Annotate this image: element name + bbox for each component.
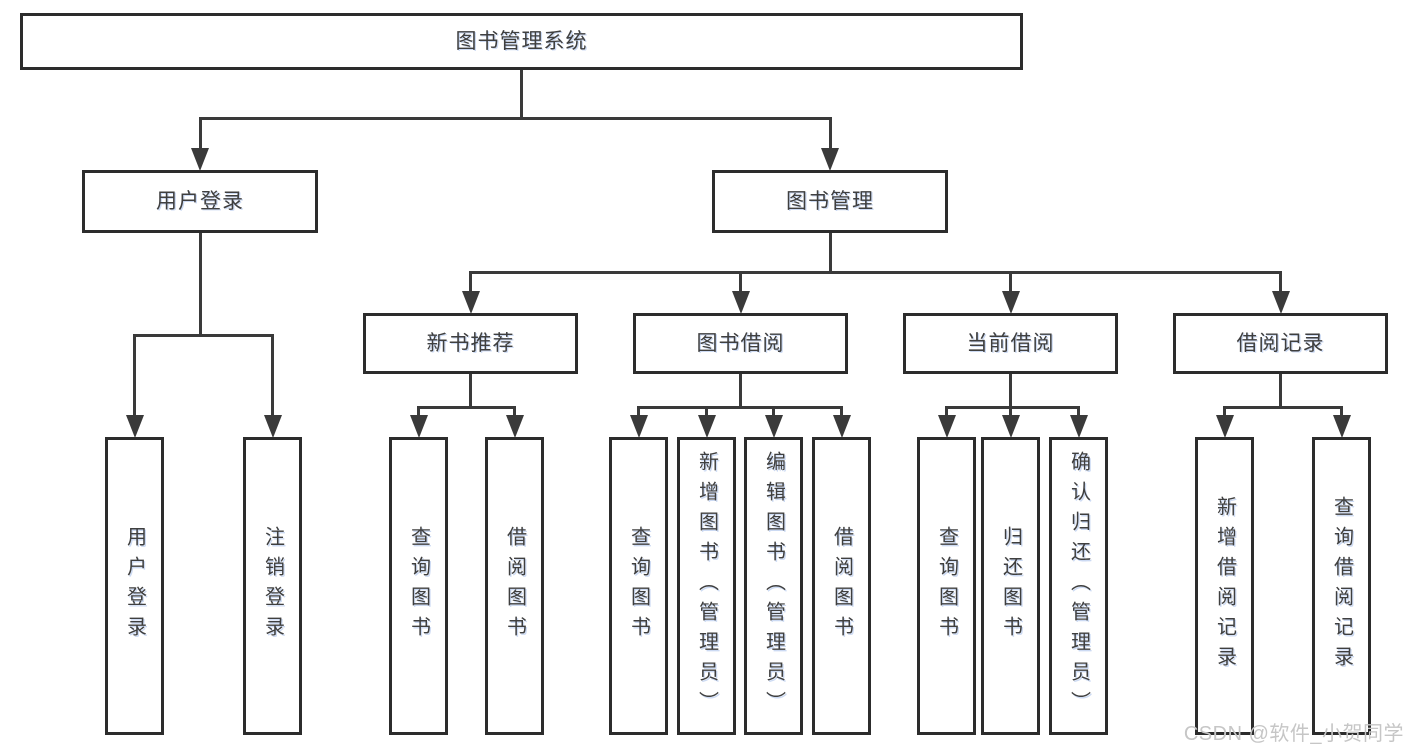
connector-branch bbox=[739, 271, 742, 293]
box-leaf-query-books-b: 查询图书 bbox=[609, 437, 668, 735]
connector-cross bbox=[133, 334, 274, 337]
box-leaf-query-books-b-label: 查询图书 bbox=[627, 526, 650, 646]
connector-stem bbox=[199, 232, 202, 336]
box-current-borrowing: 当前借阅 bbox=[903, 313, 1118, 374]
connector-branch bbox=[199, 117, 202, 150]
connector-branch bbox=[513, 406, 516, 417]
arrow-down-icon bbox=[765, 415, 783, 438]
box-new-book-recommendation: 新书推荐 bbox=[363, 313, 578, 374]
box-leaf-user-login-label: 用户登录 bbox=[123, 526, 146, 646]
connector-cross bbox=[417, 406, 516, 409]
arrow-down-icon bbox=[732, 291, 750, 314]
arrow-down-icon bbox=[191, 148, 209, 171]
box-leaf-confirm-return-admin-label: 确认归还（管理员） bbox=[1067, 451, 1090, 721]
box-leaf-edit-books-admin-label: 编辑图书（管理员） bbox=[762, 451, 785, 721]
connector-branch bbox=[469, 271, 472, 293]
box-leaf-add-borrow-record-label: 新增借阅记录 bbox=[1213, 496, 1236, 676]
arrow-down-icon bbox=[1070, 415, 1088, 438]
arrow-down-icon bbox=[1002, 415, 1020, 438]
arrow-down-icon bbox=[462, 291, 480, 314]
box-leaf-add-borrow-record: 新增借阅记录 bbox=[1195, 437, 1254, 735]
connector-stem bbox=[829, 232, 832, 273]
connector-branch bbox=[1223, 406, 1226, 417]
watermark: CSDN @软件_小贺同学 bbox=[1183, 723, 1404, 745]
arrow-down-icon bbox=[410, 415, 428, 438]
connector-branch bbox=[829, 117, 832, 150]
connector-stem bbox=[520, 69, 523, 119]
connector-branch bbox=[417, 406, 420, 417]
connector-stem bbox=[739, 373, 742, 408]
box-leaf-user-login: 用户登录 bbox=[105, 437, 164, 735]
arrow-down-icon bbox=[1333, 415, 1351, 438]
box-leaf-return-books-label: 归还图书 bbox=[999, 526, 1022, 646]
box-leaf-borrow-books-a-label: 借阅图书 bbox=[503, 526, 526, 646]
arrow-down-icon bbox=[1216, 415, 1234, 438]
connector-branch bbox=[1279, 271, 1282, 293]
box-leaf-query-books-a: 查询图书 bbox=[389, 437, 448, 735]
connector-branch bbox=[772, 406, 775, 417]
connector-cross bbox=[637, 406, 843, 409]
connector-branch bbox=[1340, 406, 1343, 417]
box-leaf-query-books-a-label: 查询图书 bbox=[407, 526, 430, 646]
connector-branch bbox=[705, 406, 708, 417]
arrow-down-icon bbox=[938, 415, 956, 438]
connector-branch bbox=[271, 334, 274, 417]
box-library-management-system: 图书管理系统 bbox=[20, 13, 1023, 70]
box-leaf-query-books-c: 查询图书 bbox=[917, 437, 976, 735]
arrow-down-icon bbox=[1002, 291, 1020, 314]
connector-cross bbox=[469, 271, 1282, 274]
connector-stem bbox=[469, 373, 472, 408]
connector-branch bbox=[1009, 406, 1012, 417]
connector-branch bbox=[840, 406, 843, 417]
box-leaf-borrow-books-b-label: 借阅图书 bbox=[830, 526, 853, 646]
connector-stem bbox=[1009, 373, 1012, 408]
arrow-down-icon bbox=[630, 415, 648, 438]
arrow-down-icon bbox=[1272, 291, 1290, 314]
arrow-down-icon bbox=[506, 415, 524, 438]
box-leaf-add-books-admin-label: 新增图书（管理员） bbox=[695, 451, 718, 721]
box-user-login: 用户登录 bbox=[82, 170, 318, 233]
box-leaf-query-borrow-record-label: 查询借阅记录 bbox=[1330, 496, 1353, 676]
box-leaf-add-books-admin: 新增图书（管理员） bbox=[677, 437, 736, 735]
connector-branch bbox=[945, 406, 948, 417]
box-leaf-logout-label: 注销登录 bbox=[261, 526, 284, 646]
arrow-down-icon bbox=[821, 148, 839, 171]
arrow-down-icon bbox=[833, 415, 851, 438]
box-book-management: 图书管理 bbox=[712, 170, 948, 233]
box-leaf-logout: 注销登录 bbox=[243, 437, 302, 735]
arrow-down-icon bbox=[126, 415, 144, 438]
connector-cross bbox=[1223, 406, 1343, 409]
box-borrowing-records: 借阅记录 bbox=[1173, 313, 1388, 374]
box-leaf-query-borrow-record: 查询借阅记录 bbox=[1312, 437, 1371, 735]
connector-branch bbox=[133, 334, 136, 417]
connector-stem bbox=[1279, 373, 1282, 408]
connector-cross bbox=[199, 117, 832, 120]
box-leaf-edit-books-admin: 编辑图书（管理员） bbox=[744, 437, 803, 735]
connector-cross bbox=[945, 406, 1080, 409]
box-leaf-query-books-c-label: 查询图书 bbox=[935, 526, 958, 646]
box-leaf-return-books: 归还图书 bbox=[981, 437, 1040, 735]
box-book-borrowing: 图书借阅 bbox=[633, 313, 848, 374]
connector-branch bbox=[1077, 406, 1080, 417]
connector-branch bbox=[1009, 271, 1012, 293]
connector-branch bbox=[637, 406, 640, 417]
box-leaf-borrow-books-b: 借阅图书 bbox=[812, 437, 871, 735]
arrow-down-icon bbox=[698, 415, 716, 438]
arrow-down-icon bbox=[264, 415, 282, 438]
box-leaf-borrow-books-a: 借阅图书 bbox=[485, 437, 544, 735]
box-leaf-confirm-return-admin: 确认归还（管理员） bbox=[1049, 437, 1108, 735]
